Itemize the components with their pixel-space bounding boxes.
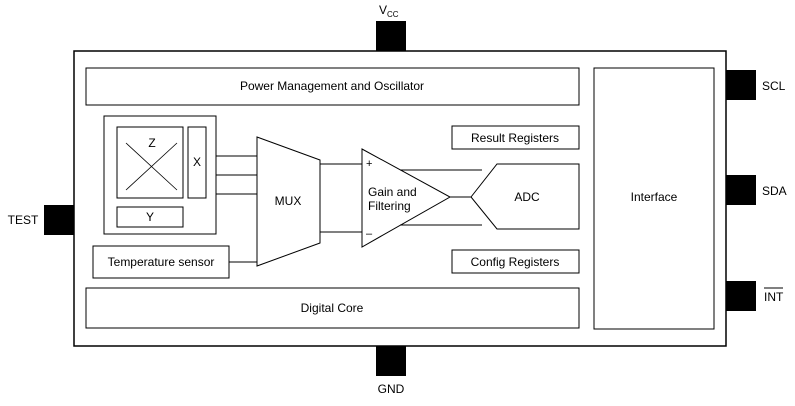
sensor-z-label: Z <box>148 136 155 150</box>
sensor-z-box <box>116 126 184 199</box>
vcc-pin-pad <box>376 21 406 51</box>
config-registers-label: Config Registers <box>471 255 560 269</box>
gain-label-line2: Filtering <box>368 199 411 213</box>
scl-pin-pad <box>726 70 756 100</box>
gain-label-line1: Gain and <box>368 185 417 199</box>
vcc-pin-label: VCC <box>379 3 399 19</box>
interface-block <box>593 67 715 330</box>
sensor-y-box <box>116 206 184 228</box>
int-pin-pad <box>726 281 756 311</box>
temperature-sensor-block <box>92 245 230 279</box>
temperature-sensor-label: Temperature sensor <box>108 255 215 269</box>
config-registers-block <box>451 249 580 274</box>
digital-core-label: Digital Core <box>301 301 364 315</box>
scl-pin-label: SCL <box>762 79 786 93</box>
sda-pin-label: SDA <box>762 184 787 198</box>
gain-filtering-block <box>361 148 452 248</box>
test-pin-label: TEST <box>8 213 39 227</box>
sensor-x-box <box>187 126 207 199</box>
gnd-pin-pad <box>376 346 406 376</box>
result-registers-label: Result Registers <box>471 131 559 145</box>
sensor-z-cross-b <box>125 142 178 191</box>
mux-label: MUX <box>275 194 302 208</box>
mux-block <box>256 136 321 267</box>
sda-pin-pad <box>726 175 756 205</box>
sensor-x-label: X <box>193 155 201 169</box>
gain-minus-sign: – <box>366 228 373 240</box>
gain-plus-sign: + <box>366 158 372 170</box>
int-pin-label: INT <box>764 290 784 304</box>
adc-block <box>470 163 580 230</box>
result-registers-block <box>451 125 580 150</box>
power-management-block <box>85 67 580 106</box>
power-management-label: Power Management and Oscillator <box>240 79 424 93</box>
test-pin-pad <box>44 205 74 235</box>
digital-core-block <box>85 287 580 329</box>
gnd-pin-label: GND <box>378 382 405 396</box>
interface-label: Interface <box>631 190 678 204</box>
sensor-y-label: Y <box>146 210 154 224</box>
adc-label: ADC <box>514 190 540 204</box>
